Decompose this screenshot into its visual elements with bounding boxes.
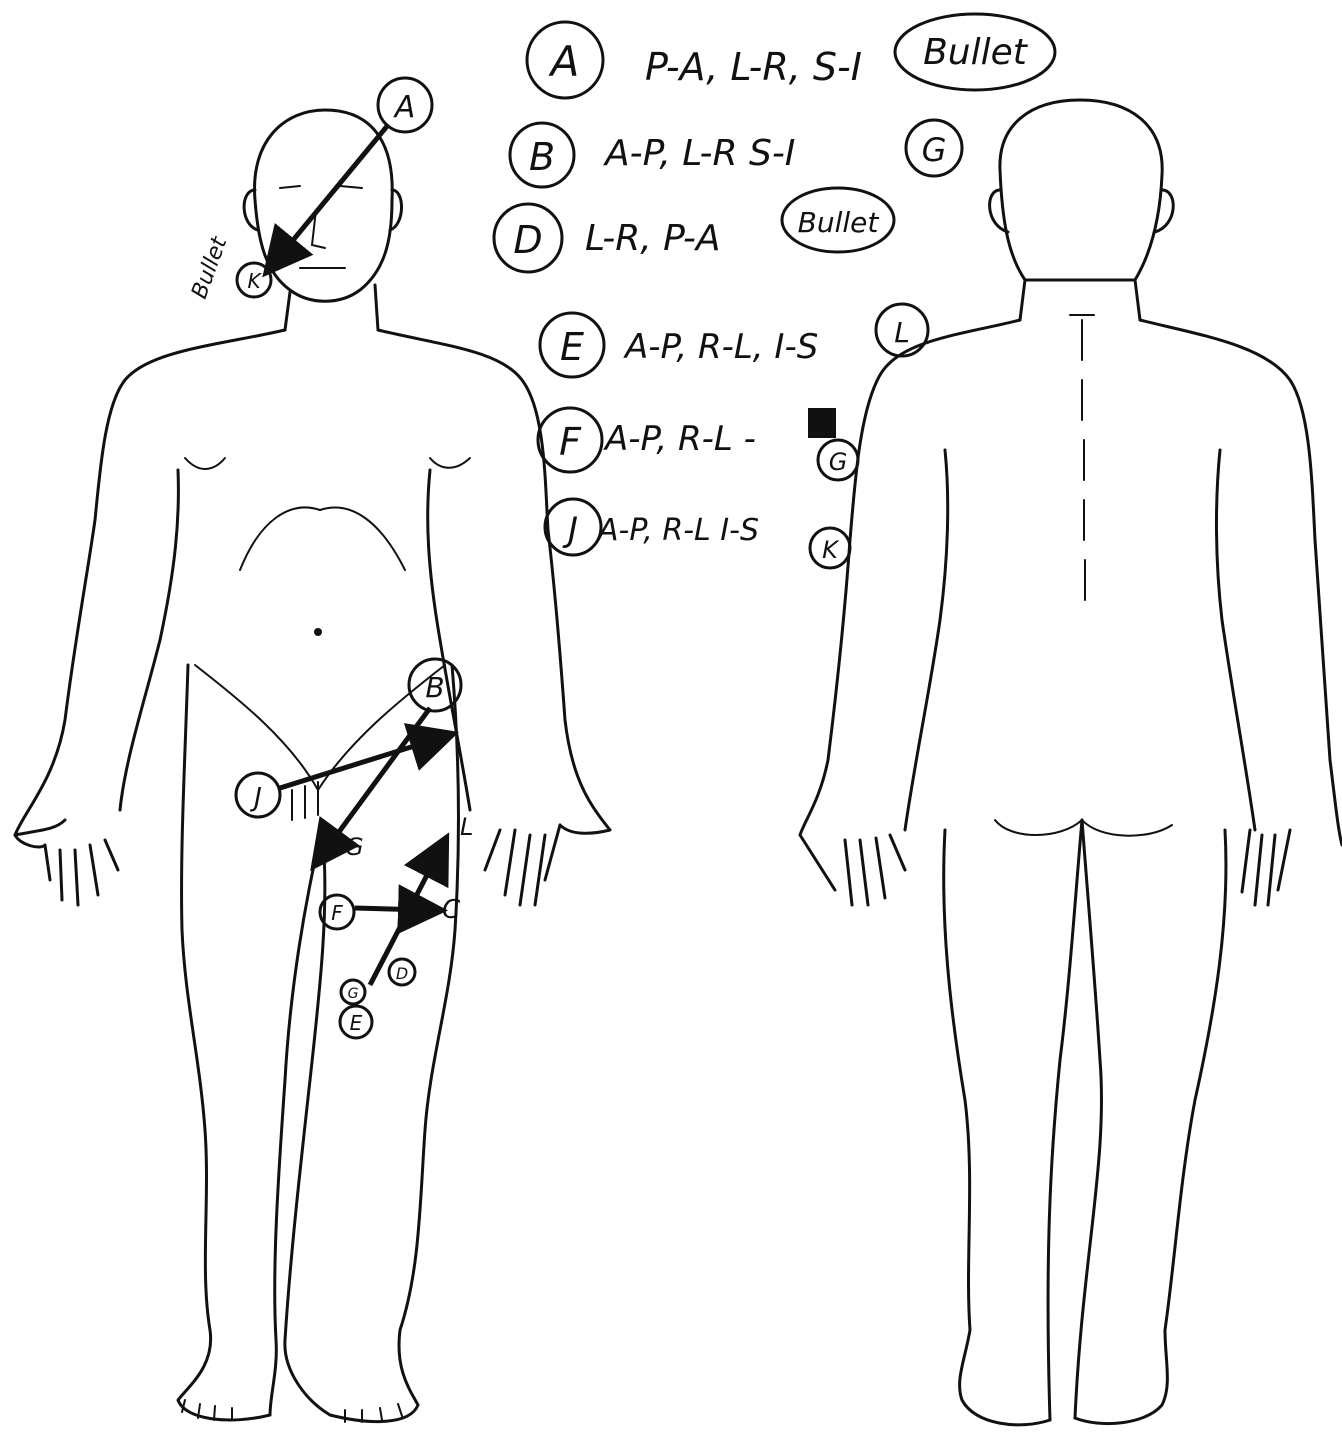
trajectory-a (275, 125, 388, 262)
scribble-mark (808, 408, 836, 438)
legend-row-f: F A-P, R-L - G (538, 408, 858, 480)
back-torso (800, 320, 1342, 845)
legend-end: Bullet (923, 32, 1029, 73)
legend-text: L-R, P-A (585, 218, 721, 259)
label-g: G (345, 833, 364, 861)
trajectory-f (355, 908, 428, 910)
front-torso (15, 330, 610, 835)
legend-end: K (822, 536, 840, 564)
wound-label-e-text: E (350, 1011, 363, 1035)
legend-row-d: D L-R, P-A Bullet (494, 188, 894, 272)
legend-end: G (829, 448, 848, 476)
wound-label-k-text: K (247, 269, 262, 293)
legend-letter: D (513, 218, 542, 262)
wound-label-a-text: A (393, 90, 416, 125)
legend-text: A-P, L-R S-I (603, 133, 795, 174)
label-c: C (442, 895, 461, 925)
legend-letter: A (548, 37, 580, 86)
trajectory-b (322, 708, 430, 855)
legend-row-e: E A-P, R-L, I-S L (540, 304, 928, 377)
wound-label-small-g-text: G (348, 986, 359, 1002)
back-body-figure (800, 100, 1342, 1425)
legend-letter: F (559, 420, 582, 464)
back-legs (944, 830, 1226, 1425)
wound-label-b-text: B (425, 671, 444, 704)
legend-row-b: B A-P, L-R S-I G (510, 120, 962, 187)
back-head (1000, 100, 1162, 280)
legend-text: A-P, R-L I-S (596, 513, 759, 548)
trajectory-j (280, 738, 440, 788)
legend-text: A-P, R-L - (603, 419, 756, 459)
bullet-face-label: Bullet (187, 233, 233, 302)
legend-letter: B (529, 135, 555, 179)
legend-row-j: J A-P, R-L I-S K (545, 499, 850, 568)
legend-letter: E (560, 325, 584, 369)
legend-text: A-P, R-L, I-S (623, 327, 818, 367)
legend-end: L (894, 316, 910, 349)
legend-row-a: A P-A, L-R, S-I Bullet (527, 14, 1055, 98)
wound-label-j-text: J (249, 783, 262, 813)
legend-end: G (922, 131, 947, 169)
front-body-figure (15, 110, 610, 1422)
legend-end: Bullet (798, 206, 880, 239)
wound-label-d-text: D (396, 964, 408, 983)
legend-text: P-A, L-R, S-I (645, 45, 862, 89)
wound-label-f-text: F (331, 901, 343, 925)
label-l: L (460, 813, 473, 841)
legend: A P-A, L-R, S-I Bullet B A-P, L-R S-I G … (494, 14, 1055, 568)
legend-letter: J (562, 510, 578, 550)
